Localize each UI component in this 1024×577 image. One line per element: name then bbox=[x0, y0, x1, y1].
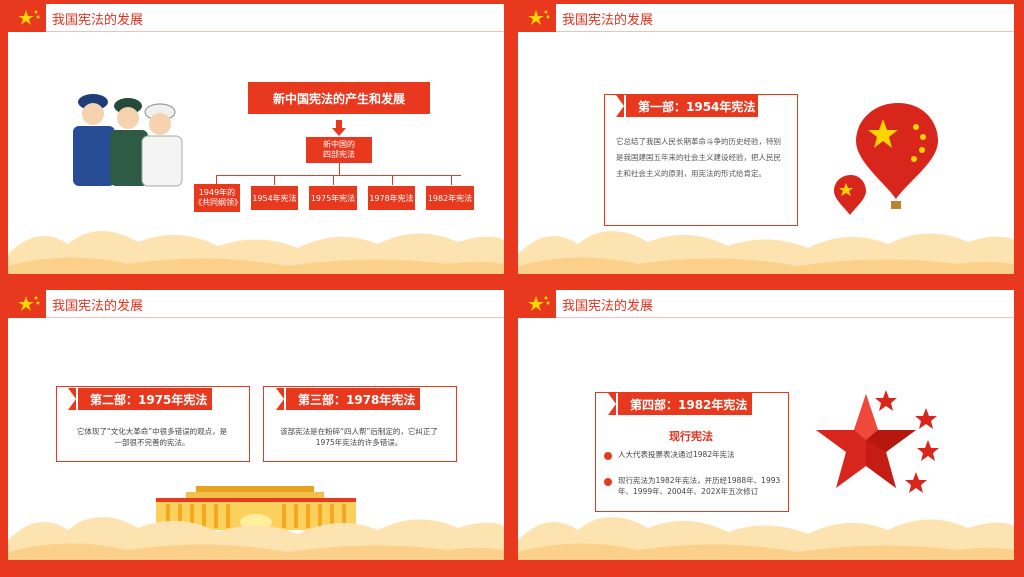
tree-connector bbox=[339, 163, 340, 175]
star-flag-icon bbox=[8, 4, 46, 32]
slide-title: 我国宪法的发展 bbox=[52, 299, 144, 314]
header-divider bbox=[46, 31, 504, 32]
clouds-decoration bbox=[8, 230, 504, 274]
right-ribbon: 第三部：1978年宪法 bbox=[276, 388, 420, 410]
bullet-item: 人大代表投票表决通过1982年宪法 bbox=[604, 450, 788, 461]
soldiers-illustration bbox=[48, 74, 198, 189]
box-1949: 1949年的 《共同纲领》 bbox=[194, 184, 242, 212]
header-divider bbox=[556, 317, 1014, 318]
header-divider bbox=[556, 31, 1014, 32]
four-constitutions-box: 新中国的 四部宪法 bbox=[306, 137, 372, 163]
tree-connector bbox=[216, 175, 461, 176]
box-1954: 1954年宪法 bbox=[251, 186, 298, 210]
slide-2[interactable]: 我国宪法的发展 第一部：1954年宪法 它总结了我国人民长期革命斗争的历史经验，… bbox=[518, 4, 1014, 274]
right-text: 该部宪法是在粉碎“四人帮”后制定的，它纠正了1975年宪法的许多错误。 bbox=[280, 427, 438, 448]
section-ribbon: 第一部：1954年宪法 bbox=[616, 95, 758, 117]
slide-4[interactable]: 我国宪法的发展 第四部：1982年宪法 现行宪法 人大代表投票表决通过1982年… bbox=[518, 290, 1014, 560]
balloon-icon bbox=[828, 99, 948, 224]
section-text: 它总结了我国人民长期革命斗争的历史经验，特别是我国建国五年来的社会主义建设经验，… bbox=[616, 137, 781, 178]
left-text: 它体现了“文化大革命”中很多错误的观点，是一部很不完善的宪法。 bbox=[76, 427, 228, 448]
tree-connector bbox=[392, 175, 393, 185]
header-divider bbox=[46, 317, 504, 318]
clouds-decoration bbox=[518, 230, 1014, 274]
section-ribbon: 第四部：1982年宪法 bbox=[608, 393, 752, 415]
left-ribbon: 第二部：1975年宪法 bbox=[68, 388, 212, 410]
slide-3[interactable]: 我国宪法的发展 第二部：1975年宪法 它体现了“文化大革命”中很多错误的观点，… bbox=[8, 290, 504, 560]
tree-connector bbox=[451, 175, 452, 185]
building-icon bbox=[156, 482, 356, 530]
tree-connector bbox=[274, 175, 275, 185]
clouds-decoration bbox=[8, 516, 504, 560]
box-1975: 1975年宪法 bbox=[309, 186, 357, 210]
tree-connector bbox=[216, 175, 217, 185]
red-star-icon bbox=[814, 388, 944, 500]
box-1982: 1982年宪法 bbox=[426, 186, 474, 210]
section-subtitle: 现行宪法 bbox=[669, 430, 713, 443]
bullet-item: 现行宪法为1982年宪法，并历经1988年、1993年、1999年、2004年、… bbox=[604, 476, 788, 497]
main-title-box: 新中国宪法的产生和发展 bbox=[248, 82, 430, 114]
slide-title: 我国宪法的发展 bbox=[562, 13, 654, 28]
star-flag-icon bbox=[518, 4, 556, 32]
tree-connector bbox=[333, 175, 334, 185]
slide-title: 我国宪法的发展 bbox=[562, 299, 654, 314]
down-arrow-icon bbox=[332, 120, 346, 140]
slide-title: 我国宪法的发展 bbox=[52, 13, 144, 28]
star-flag-icon bbox=[8, 290, 46, 318]
clouds-decoration bbox=[518, 516, 1014, 560]
slide-1[interactable]: 我国宪法的发展 新中国宪法的产生和发展 新中国的 四部宪法 1949年的 《共同… bbox=[8, 4, 504, 274]
box-1978: 1978年宪法 bbox=[368, 186, 415, 210]
star-flag-icon bbox=[518, 290, 556, 318]
